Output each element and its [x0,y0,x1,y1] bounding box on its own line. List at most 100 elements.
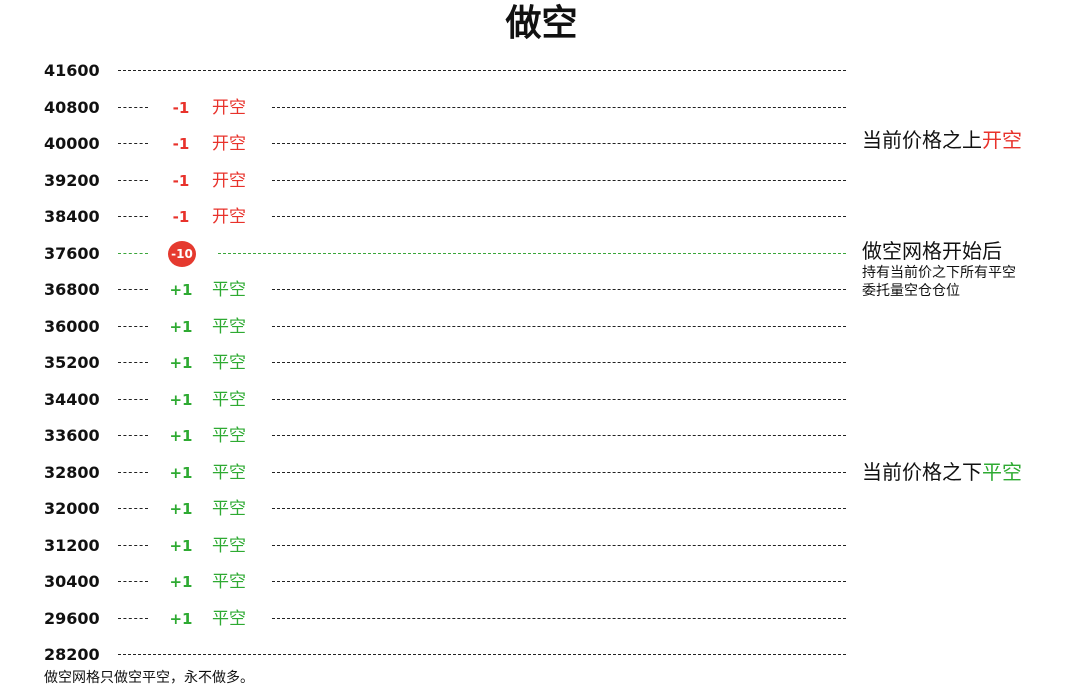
grid-line [118,398,148,400]
price-level-label: 41600 [44,61,100,80]
grid-line [118,252,148,254]
position-delta: -1 [172,98,190,117]
position-delta: +1 [169,609,193,628]
grid-line [118,654,846,655]
grid-row: 28200 [0,643,860,667]
grid-line [118,581,148,582]
grid-row: 41600 [0,59,860,83]
grid-line [118,544,148,546]
price-level-label: 36000 [44,316,100,336]
annotation-below: 当前价格之下平空 [862,459,1022,485]
open-short-label: 开空 [212,207,246,227]
close-short-label: 平空 [212,499,246,519]
grid-line [118,106,148,108]
grid-line [272,216,846,217]
grid-row: 36000 +1 平空 [0,315,860,339]
grid-row: 37600 -10 [0,240,860,267]
grid-line [272,325,846,327]
grid-row: 29600 +1 平空 [0,607,860,631]
grid-line [218,252,846,254]
position-delta: +1 [169,573,193,591]
grid-line [118,362,148,363]
close-short-label: 平空 [212,608,246,629]
annotation-start-line2: 委托量空仓仓位 [862,283,960,299]
annotation-above: 当前价格之上开空 [862,127,1022,153]
annotation-below-prefix: 当前价格之下 [862,460,982,484]
grid-row: 36800 +1 平空 [0,278,860,302]
grid-line [118,143,148,144]
annotation-below-highlight: 平空 [982,460,1022,484]
annotation-start-heading: 做空网格开始后 [862,239,1002,263]
price-level-label: 32000 [44,499,100,518]
position-delta: +1 [169,500,193,518]
close-short-label: 平空 [212,426,246,446]
grid-line [118,617,148,619]
position-delta: -1 [172,208,190,226]
annotation-above-prefix: 当前价格之上 [862,128,982,152]
grid-row: 39200 -1 开空 [0,169,860,193]
price-level-label: 29600 [44,608,100,628]
position-delta: -1 [172,171,190,190]
grid-row: 30400 +1 平空 [0,570,860,594]
grid-line [118,289,148,290]
close-short-label: 平空 [212,389,246,410]
grid-line [272,362,846,363]
price-level-label: 34400 [44,389,100,409]
position-delta: -1 [172,135,190,153]
grid-row: 38400 -1 开空 [0,205,860,229]
grid-line [272,143,846,144]
open-short-label: 开空 [212,97,246,118]
price-level-label: 30400 [44,572,100,591]
price-level-label: 36800 [44,280,100,299]
position-delta: +1 [169,390,193,409]
grid-line [118,179,148,181]
price-level-label: 40000 [44,134,100,153]
annotation-above-highlight: 开空 [982,128,1022,152]
price-level-label: 38400 [44,207,100,226]
position-delta: +1 [169,317,193,336]
grid-line [272,289,846,290]
price-level-label: 39200 [44,170,100,190]
position-delta: +1 [169,427,193,445]
close-short-label: 平空 [212,535,246,556]
close-short-label: 平空 [212,316,246,337]
grid-line [118,70,846,71]
position-delta: +1 [169,463,193,482]
grid-line [272,398,846,400]
price-level-label: 28200 [44,645,100,664]
grid-line [272,581,846,582]
grid-row: 32800 +1 平空 [0,461,860,485]
price-level-label: 33600 [44,426,100,445]
grid-line [272,617,846,619]
grid-row: 34400 +1 平空 [0,388,860,412]
grid-line [272,435,846,436]
price-level-label: 35200 [44,353,100,372]
price-level-label: 37600 [44,243,100,263]
position-delta: +1 [169,281,193,299]
grid-line [272,106,846,108]
diagram-title: 做空 [505,3,578,44]
close-short-label: 平空 [212,462,246,483]
grid-line [272,179,846,181]
grid-line [118,435,148,436]
position-delta: +1 [169,354,193,372]
grid-row: 35200 +1 平空 [0,351,860,375]
grid-line [118,325,148,327]
close-short-label: 平空 [212,572,246,592]
grid-row: 31200 +1 平空 [0,534,860,558]
grid-row: 40800 -1 开空 [0,96,860,120]
grid-line [272,471,846,473]
price-level-label: 40800 [44,97,100,117]
grid-line [272,544,846,546]
position-delta: +1 [169,536,193,555]
initial-position-badge: -10 [168,240,196,267]
close-short-label: 平空 [212,280,246,300]
close-short-label: 平空 [212,353,246,373]
open-short-label: 开空 [212,170,246,191]
price-level-label: 32800 [44,462,100,482]
price-level-label: 31200 [44,535,100,555]
grid-line [118,216,148,217]
grid-row: 33600 +1 平空 [0,424,860,448]
footer-note: 做空网格只做空平空，永不做多。 [44,670,254,686]
